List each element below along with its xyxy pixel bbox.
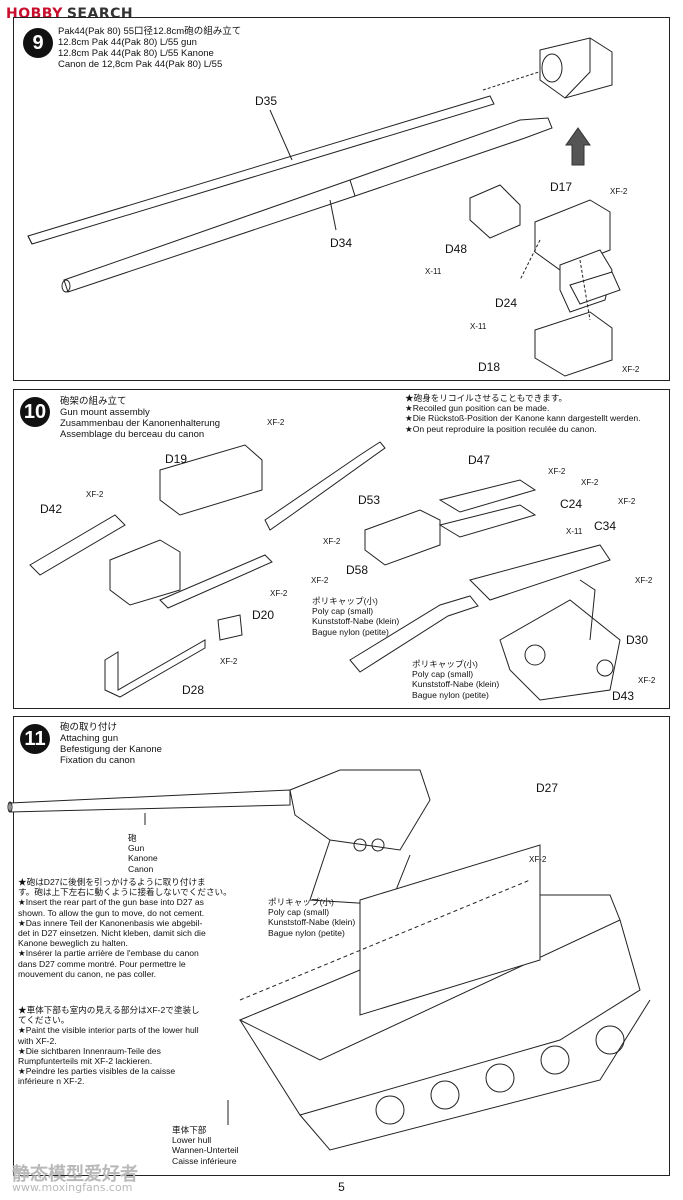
- part-d43: D43: [612, 689, 635, 703]
- step11-lower-hull: [238, 844, 651, 1151]
- part-d47: D47: [468, 453, 491, 467]
- paint-xf2: XF-2: [86, 490, 104, 499]
- paint-x11: X-11: [425, 267, 442, 276]
- watermark-text: 静态模型爱好者: [12, 1164, 138, 1185]
- step11-gun-mount: [289, 769, 431, 906]
- paint-xf2: XF-2: [635, 576, 653, 585]
- step-10-note: ★砲身をリコイルさせることもできます。★Recoiled gun positio…: [405, 393, 641, 434]
- paint-xf2: XF-2: [323, 537, 341, 546]
- part-d24: D24: [495, 296, 518, 310]
- polycap-label-1: ポリキャップ(小)Poly cap (small)Kunststoff-Nabe…: [312, 596, 400, 637]
- watermark-url: www.moxingfans.com: [12, 1181, 133, 1194]
- step9-leader-d35: [269, 109, 293, 161]
- page-number: 5: [338, 1180, 345, 1194]
- paint-xf2: XF-2: [220, 657, 238, 666]
- part-d58: D58: [346, 563, 369, 577]
- paint-xf2: XF-2: [529, 855, 547, 864]
- step9-muzzle-part: [539, 37, 613, 99]
- part-c24: C24: [560, 497, 583, 511]
- step10-right-cradle: [364, 479, 621, 701]
- part-c34: C34: [594, 519, 617, 533]
- part-d28: D28: [182, 683, 205, 697]
- step-9-panel: [13, 17, 670, 381]
- step9-breech-parts: [469, 184, 621, 377]
- paint-xf2: XF-2: [622, 365, 640, 374]
- part-d19: D19: [165, 452, 188, 466]
- paint-xf2: XF-2: [311, 576, 329, 585]
- step11-gun-barrel: [7, 789, 291, 813]
- paint-xf2: XF-2: [610, 187, 628, 196]
- step-11-note-mount: ★砲はD27に後側を引っかけるように取り付けます。砲は上下左右に動くように接着し…: [18, 877, 232, 979]
- step9-leader-d34: [329, 199, 337, 231]
- part-d53: D53: [358, 493, 381, 507]
- part-d17: D17: [550, 180, 573, 194]
- part-d48: D48: [445, 242, 468, 256]
- paint-xf2: XF-2: [548, 467, 566, 476]
- polycap-label-3: ポリキャップ(小)Poly cap (small)Kunststoff-Nabe…: [268, 897, 356, 938]
- paint-xf2: XF-2: [581, 478, 599, 487]
- paint-xf2: XF-2: [270, 589, 288, 598]
- step-11-panel: [13, 716, 670, 1176]
- step-11-note-paint: ★車体下部も室内の見える部分はXF-2で塗装してください。★Paint the …: [18, 1005, 200, 1087]
- part-d34: D34: [330, 236, 353, 250]
- part-d20: D20: [252, 608, 275, 622]
- step-10-panel: [13, 389, 670, 709]
- part-d35: D35: [255, 94, 278, 108]
- paint-xf2: XF-2: [618, 497, 636, 506]
- step-11-number: 11: [20, 724, 50, 754]
- step-10-number: 10: [20, 397, 50, 427]
- paint-x11: X-11: [566, 527, 583, 536]
- part-d30: D30: [626, 633, 649, 647]
- step10-gun-barrel: [264, 441, 479, 673]
- paint-xf2: XF-2: [267, 418, 285, 427]
- step9-leader-d17: [482, 69, 546, 91]
- paint-x11: X-11: [470, 322, 487, 331]
- step-9-number: 9: [23, 28, 53, 58]
- step9-gun-barrel-d34: [61, 117, 553, 293]
- step9-up-arrow-icon: [565, 127, 591, 166]
- part-d42: D42: [40, 502, 63, 516]
- step10-left-cradle: [29, 444, 273, 698]
- step9-gun-barrel-d35: [27, 95, 495, 245]
- part-d18: D18: [478, 360, 501, 374]
- polycap-label-2: ポリキャップ(小)Poly cap (small)Kunststoff-Nabe…: [412, 659, 500, 700]
- part-d27: D27: [536, 781, 559, 795]
- paint-xf2: XF-2: [638, 676, 656, 685]
